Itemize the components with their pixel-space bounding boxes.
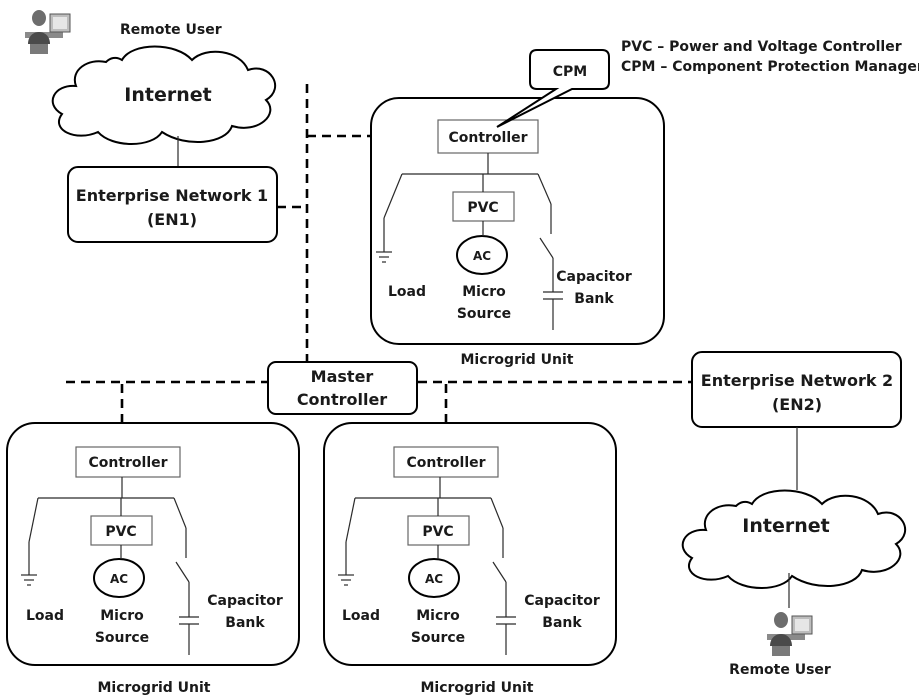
capacitor-bank-label-line1: Capacitor (556, 269, 632, 285)
internet-top-label: Internet (124, 84, 211, 106)
capacitor-bank-label-line2: Bank (574, 291, 614, 307)
controller-label: Controller (448, 130, 527, 146)
en2-label-line2: (EN2) (772, 395, 822, 414)
load-label: Load (388, 284, 426, 300)
en1-label-line1: Enterprise Network 1 (76, 186, 268, 205)
capacitor-bank-label-line1: Capacitor (207, 593, 283, 609)
en2-label-line1: Enterprise Network 2 (701, 371, 893, 390)
microgrid-unit-bottom-left: Controller PVC AC Load Micro Source Capa… (6, 422, 300, 696)
load-label: Load (342, 608, 380, 624)
cpm-label: CPM (553, 64, 587, 80)
capacitor-bank-label-line2: Bank (225, 615, 265, 631)
micro-source-label-line2: Source (95, 630, 149, 646)
capacitor-bank-label-line2: Bank (542, 615, 582, 631)
master-label-line1: Master (311, 367, 374, 386)
ac-label: AC (110, 572, 128, 586)
controller-label: Controller (88, 455, 167, 471)
microgrid-unit-caption: Microgrid Unit (461, 352, 574, 368)
remote-user-bottom: Remote User (729, 612, 831, 678)
internet-bottom-label: Internet (742, 515, 829, 537)
ac-source-symbol (408, 558, 460, 598)
micro-source-label-line1: Micro (416, 608, 460, 624)
master-controller: Master Controller (267, 361, 418, 415)
microgrid-unit-caption: Microgrid Unit (98, 680, 211, 696)
load-label: Load (26, 608, 64, 624)
legend-cpm: CPM – Component Protection Manager (621, 59, 919, 75)
en1-label-line2: (EN1) (147, 210, 197, 229)
internet-cloud-bottom: Internet (681, 489, 907, 589)
remote-user-top: Remote User (25, 10, 222, 54)
cpm-callout: CPM (496, 49, 610, 128)
ac-label: AC (473, 249, 491, 263)
microgrid-unit-caption: Microgrid Unit (421, 680, 534, 696)
remote-user-top-label: Remote User (120, 22, 222, 38)
enterprise-network-2: Enterprise Network 2 (EN2) (691, 351, 902, 428)
microgrid-unit-top: Controller PVC AC Load Micro Source Capa… (370, 97, 665, 368)
ac-label: AC (425, 572, 443, 586)
user-at-computer-icon (767, 612, 813, 656)
microgrid-unit-bottom-right: Controller PVC AC Load Micro Source Capa… (323, 422, 617, 696)
ac-source-symbol (456, 235, 508, 275)
micro-source-label-line2: Source (411, 630, 465, 646)
micro-source-label-line2: Source (457, 306, 511, 322)
pvc-label: PVC (105, 524, 136, 540)
remote-user-bottom-label: Remote User (729, 662, 831, 678)
internet-cloud-top: Internet (51, 45, 277, 145)
capacitor-bank-label-line1: Capacitor (524, 593, 600, 609)
pvc-label: PVC (467, 200, 498, 216)
enterprise-network-1: Enterprise Network 1 (EN1) (67, 166, 278, 243)
master-label-line2: Controller (297, 390, 387, 409)
controller-label: Controller (406, 455, 485, 471)
micro-source-label-line1: Micro (462, 284, 506, 300)
legend-pvc: PVC – Power and Voltage Controller (621, 39, 902, 55)
ac-source-symbol (93, 558, 145, 598)
pvc-label: PVC (422, 524, 453, 540)
user-at-computer-icon (25, 10, 71, 54)
micro-source-label-line1: Micro (100, 608, 144, 624)
